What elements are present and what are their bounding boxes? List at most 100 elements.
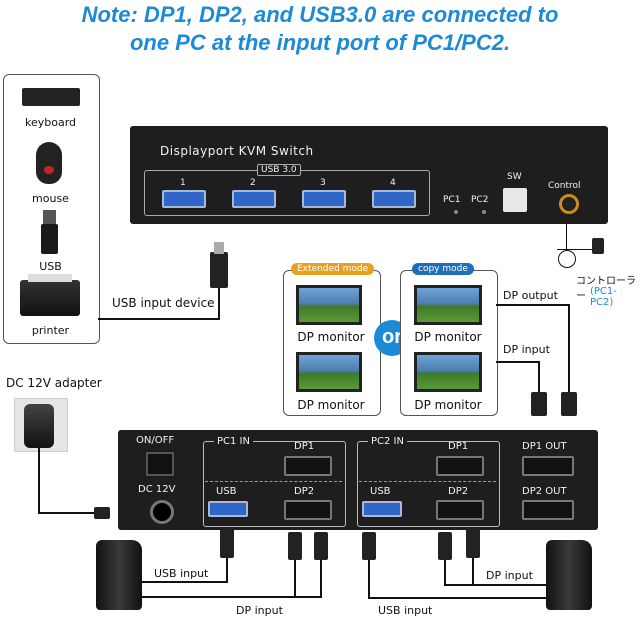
usb-port-1-number: 1 <box>180 178 186 188</box>
usb-port-2 <box>232 190 276 208</box>
dc-jack-icon <box>150 500 174 524</box>
printer-icon <box>20 280 80 316</box>
controller-label: コントローラー <box>576 276 636 302</box>
controller-sublabel: (PC1-PC2) <box>590 286 617 308</box>
pc1-usb-label: USB <box>216 486 237 497</box>
dp2-out-label: DP2 OUT <box>522 486 567 497</box>
pc1-dp-input-label: DP input <box>236 604 283 617</box>
printer-label: printer <box>31 324 70 337</box>
pc2-dp2-port <box>436 500 484 520</box>
dp-plug-input-icon <box>531 392 547 416</box>
dc12v-label: DC 12V <box>138 484 176 495</box>
extended-monitor-1-label: DP monitor <box>297 330 365 344</box>
dc-adapter-label: DC 12V adapter <box>6 376 102 390</box>
controller-cable-h <box>557 249 597 250</box>
pc2-dp2-line-v <box>472 558 474 586</box>
dp-output-line-v <box>568 304 570 394</box>
extended-monitor-2-label: DP monitor <box>297 398 365 412</box>
pc1-dp2-plug-icon <box>314 532 328 560</box>
kvm-switch-back <box>118 430 598 530</box>
pc2-in-group <box>357 441 500 527</box>
usb-port-4 <box>372 190 416 208</box>
pc1-indicator-label: PC1 <box>443 195 461 205</box>
dc-plug-icon <box>94 507 110 519</box>
control-jack-icon <box>559 194 579 214</box>
kvm-switch-front <box>130 126 608 224</box>
pc2-usb-label: USB <box>370 486 391 497</box>
controller-button-icon <box>592 238 604 254</box>
usb-label: USB <box>39 260 62 273</box>
pc2-in-label: PC2 IN <box>368 436 407 447</box>
extended-mode-badge: Extended mode <box>291 263 375 275</box>
pc1-usb-port <box>208 501 248 517</box>
mouse-label: mouse <box>32 192 69 205</box>
pc1-dp1-label: DP1 <box>294 441 315 452</box>
usb-input-device-label: USB input device <box>112 296 215 310</box>
usb-port-2-number: 2 <box>250 178 256 188</box>
usb-plug-tip-icon <box>214 242 224 254</box>
control-label: Control <box>548 181 581 191</box>
pc1-led-icon <box>454 210 458 214</box>
dp1-out-label: DP1 OUT <box>522 441 567 452</box>
pc2-dp2-label: DP2 <box>448 486 469 497</box>
usb-port-3-number: 3 <box>320 178 326 188</box>
pc1-dp1-line-v <box>294 560 296 596</box>
pc2-divider <box>359 481 496 482</box>
adapter-cable-h <box>38 512 96 514</box>
pc2-dp1-port <box>436 456 484 476</box>
copy-monitor-2-label: DP monitor <box>414 398 482 412</box>
keyboard-icon <box>22 88 80 106</box>
note-line-1: Note: DP1, DP2, and USB3.0 are connected… <box>81 2 559 27</box>
pc2-dp-input-label: DP input <box>486 569 533 582</box>
usb-drive-cap-icon <box>43 210 56 224</box>
pc1-dp1-plug-icon <box>288 532 302 560</box>
pc1-dp2-line-v <box>320 560 322 596</box>
usb-plug-icon <box>210 252 228 288</box>
controller-cable-v <box>566 224 567 250</box>
pc1-dp1-port <box>284 456 332 476</box>
copy-monitor-2 <box>414 352 482 392</box>
pc1-usb-input-label: USB input <box>154 567 209 580</box>
pc2-usb-line-h <box>368 597 548 599</box>
dp2-out-port <box>522 500 574 520</box>
power-switch[interactable] <box>146 452 174 476</box>
pc1-dp-line-h <box>140 596 322 598</box>
pc1-divider <box>205 481 342 482</box>
controller-cable-loop <box>558 250 576 268</box>
dp-input-line-h <box>496 361 540 363</box>
pc1-usb-plug-icon <box>220 528 234 558</box>
dp-output-line-h <box>496 304 570 306</box>
dp-output-label: DP output <box>503 289 558 302</box>
dp-plug-output-icon <box>561 392 577 416</box>
mouse-icon <box>36 142 62 184</box>
dp-input-label: DP input <box>503 343 550 356</box>
kvm-switch-title: Displayport KVM Switch <box>160 144 314 158</box>
usb-port-3 <box>302 190 346 208</box>
copy-monitor-1-label: DP monitor <box>414 330 482 344</box>
pc1-in-label: PC1 IN <box>214 436 253 447</box>
pc2-dp1-label: DP1 <box>448 441 469 452</box>
dp-input-line-v <box>538 361 540 394</box>
pc2-usb-input-label: USB input <box>378 604 433 617</box>
dp1-out-port <box>522 456 574 476</box>
pc1-dp2-label: DP2 <box>294 486 315 497</box>
sw-button[interactable] <box>503 188 527 212</box>
pc2-dp2-plug-icon <box>466 528 480 558</box>
pc2-dp-line-h <box>444 584 548 586</box>
mouse-logo-icon <box>44 166 54 174</box>
usb-drive-icon <box>41 224 58 254</box>
onoff-label: ON/OFF <box>136 435 175 446</box>
copy-mode-badge: copy mode <box>412 263 474 275</box>
usb-device-cable-v <box>218 286 220 320</box>
adapter-cable-v <box>38 448 40 514</box>
extended-monitor-1 <box>296 285 362 325</box>
pc1-usb-line-h <box>140 581 228 583</box>
usb-port-4-number: 4 <box>390 178 396 188</box>
pc2-usb-line-v <box>368 560 370 598</box>
usb3-group-label: USB 3.0 <box>257 164 301 176</box>
pc2-led-icon <box>482 210 486 214</box>
usb-device-cable-h <box>98 318 220 320</box>
pc2-usb-port <box>362 501 402 517</box>
usb-port-1 <box>162 190 206 208</box>
sw-label: SW <box>507 172 522 182</box>
